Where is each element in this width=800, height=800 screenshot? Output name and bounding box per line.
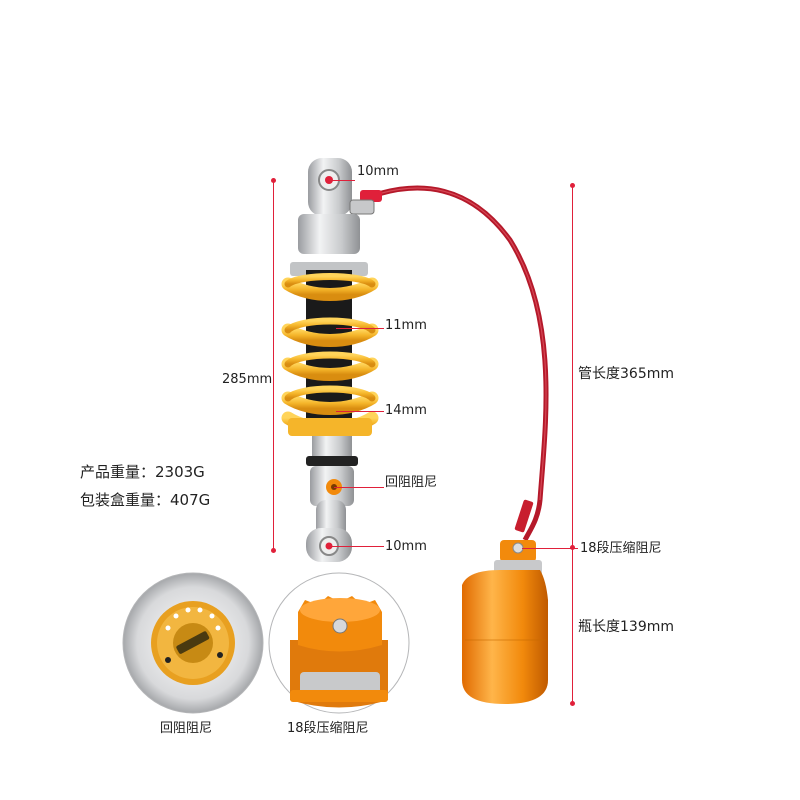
leader-compression [522,548,578,549]
upper-body [298,214,360,254]
leader-top-eye [329,180,355,181]
dimension-dot [570,545,575,550]
right-dimension-line [572,185,573,703]
boxed-weight: 包装盒重量：407G [80,491,211,509]
leader-spring [336,411,384,412]
label-hose-length: 管长度365mm [578,366,674,382]
leader-bottom-eye [329,546,384,547]
reservoir-bottle [462,570,548,704]
dimension-dot [271,548,276,553]
caption-rebound: 回阻阻尼 [160,721,213,736]
total-length-line [273,180,274,550]
product-weight: 产品重量：2303G [80,463,205,481]
dimension-dot [271,178,276,183]
caption-compression: 18段压缩阻尼 [287,721,369,736]
label-spring: 14mm [385,403,427,418]
label-compression: 18段压缩阻尼 [580,541,662,556]
dimension-dot [570,701,575,706]
label-shaft: 11mm [385,318,427,333]
label-bottom-eye: 10mm [385,539,427,554]
leader-rebound [334,487,384,488]
spring [281,273,379,435]
dimension-dot [570,183,575,188]
label-bottle-length: 瓶长度139mm [578,619,674,635]
label-top-eye: 10mm [357,164,399,179]
hose-fitting-bottom [514,499,534,533]
leader-shaft [336,328,384,329]
hose-fitting-top [360,190,382,202]
label-total-length: 285mm [222,372,273,387]
label-rebound: 回阻阻尼 [385,475,438,490]
spring-base [288,418,372,436]
weight-info: 产品重量：2303G 包装盒重量：407G [80,458,210,514]
